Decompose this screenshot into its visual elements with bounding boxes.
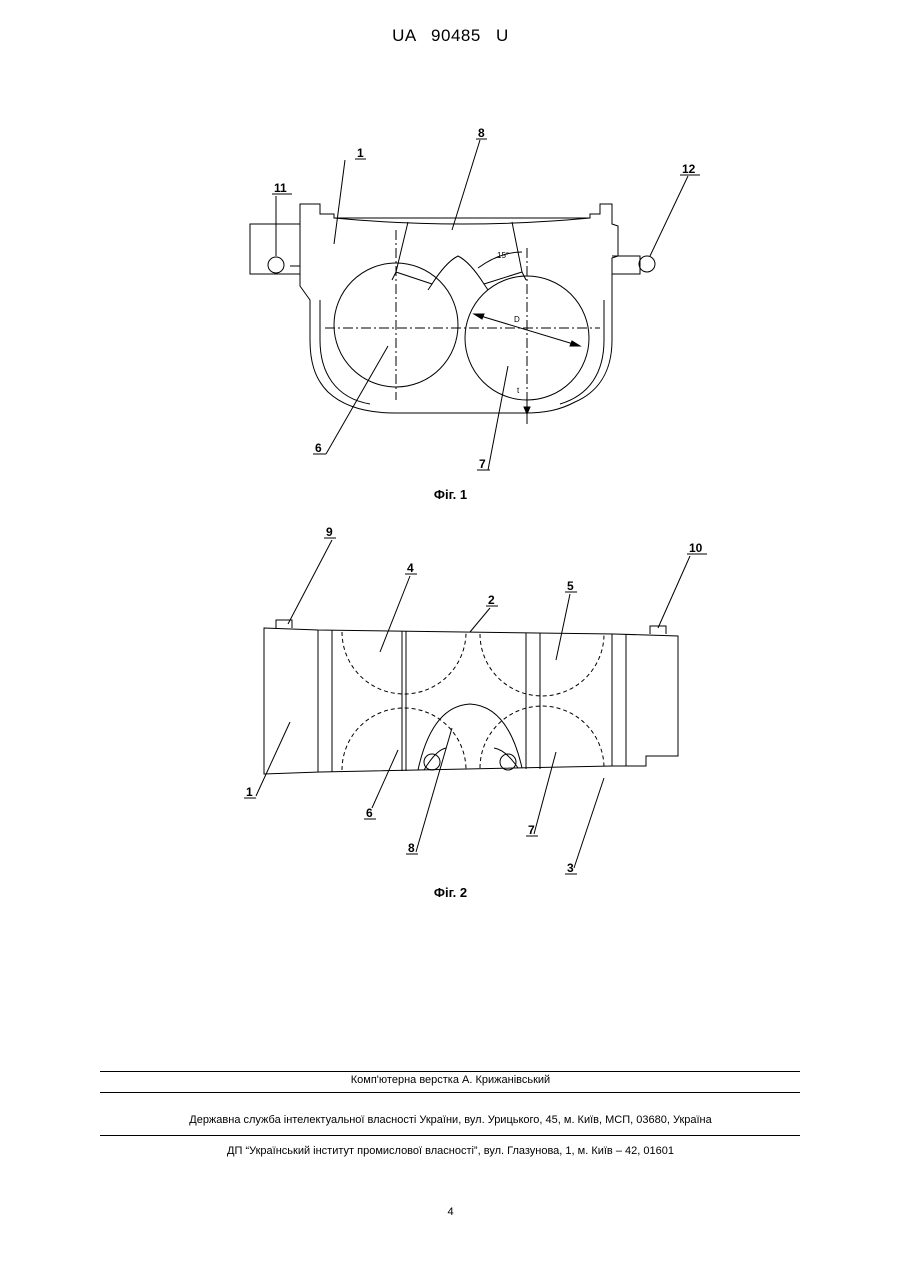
fig2-label-1: 1 [246, 785, 253, 799]
fig2-label-4: 4 [407, 561, 414, 575]
fig2-label-6: 6 [366, 806, 373, 820]
fig2-label-10: 10 [689, 541, 703, 555]
footer-institute: ДП “Український інститут промислової вла… [0, 1145, 901, 1157]
fig2-label-3: 3 [567, 861, 574, 875]
footer-layout-credit: Комп'ютерна верстка А. Крижанівський [0, 1074, 901, 1086]
fig2-label-2: 2 [488, 593, 495, 607]
footer-rule-bottom [100, 1135, 800, 1136]
fig2-label-8: 8 [408, 841, 415, 855]
fig2-label-9: 9 [326, 525, 333, 539]
figure-2-drawing: 9 10 4 2 5 1 6 8 7 3 [0, 0, 901, 900]
page-number: 4 [0, 1206, 901, 1218]
footer-rule-middle [100, 1092, 800, 1093]
fig2-label-7: 7 [528, 823, 535, 837]
figure-2-caption: Фіг. 2 [0, 885, 901, 900]
fig2-body-outline [264, 628, 678, 774]
fig2-wedge [418, 704, 522, 770]
footer-agency: Державна служба інтелектуальної власност… [0, 1114, 901, 1126]
fig2-label-5: 5 [567, 579, 574, 593]
footer-rule-top [100, 1071, 800, 1072]
